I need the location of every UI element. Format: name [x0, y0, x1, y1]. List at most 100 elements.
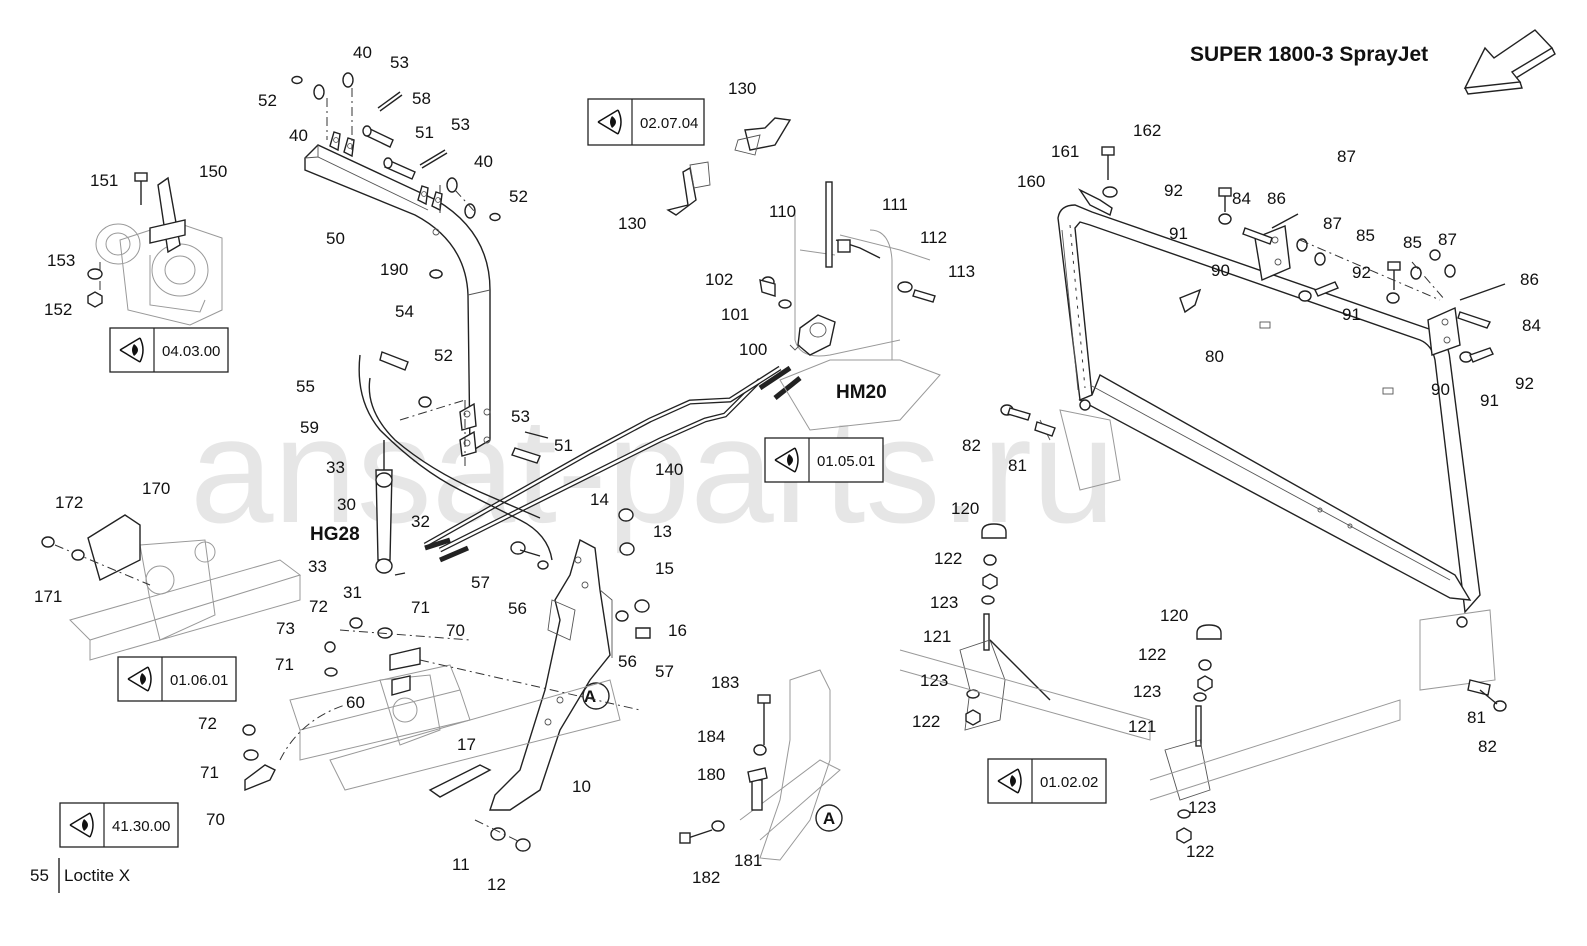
bolts-13-16: [510, 508, 651, 639]
eye-icon: [597, 109, 622, 135]
callout-123: 123: [1188, 798, 1216, 817]
callout-121: 121: [923, 627, 951, 646]
callout-130: 130: [728, 79, 756, 98]
note-loctite: 55 Loctite X: [30, 858, 130, 893]
callout-72: 72: [198, 714, 217, 733]
callout-40: 40: [289, 126, 308, 145]
callout-31: 31: [343, 583, 362, 602]
callout-70: 70: [446, 621, 465, 640]
callout-140: 140: [655, 460, 683, 479]
callout-112: 112: [920, 228, 947, 247]
callout-90: 90: [1211, 261, 1230, 280]
callout-153: 153: [47, 251, 75, 270]
callout-182: 182: [692, 868, 720, 887]
callout-73: 73: [276, 619, 295, 638]
eye-icon: [774, 447, 799, 473]
reference-box-01-02-02: 01.02.02: [987, 758, 1107, 804]
reference-box-01-05-01: 01.05.01: [764, 437, 884, 483]
callout-122: 122: [912, 712, 940, 731]
bracket-170: [41, 514, 151, 586]
plate-17: [428, 764, 492, 798]
reference-box-04-03-00: 04.03.00: [109, 327, 229, 373]
callout-32: 32: [411, 512, 430, 531]
callout-11: 11: [452, 855, 470, 874]
callout-171: 171: [34, 587, 62, 606]
reference-box-label: 01.05.01: [817, 453, 875, 470]
eye-icon: [119, 337, 144, 363]
pin-51b: [511, 447, 541, 464]
callout-52: 52: [258, 91, 277, 110]
callout-53: 53: [511, 407, 530, 426]
callout-122: 122: [934, 549, 962, 568]
callout-71: 71: [411, 598, 430, 617]
callout-130: 130: [618, 214, 646, 233]
callout-111: 111: [882, 195, 908, 214]
callout-82: 82: [1478, 737, 1497, 756]
washer-153: [87, 268, 103, 280]
valve-100: [759, 276, 936, 356]
callout-55: 55: [296, 377, 315, 396]
washer-52b: [418, 396, 432, 408]
callout-123: 123: [1133, 682, 1161, 701]
callout-82: 82: [962, 436, 981, 455]
callout-170: 170: [142, 479, 170, 498]
callout-162: 162: [1133, 121, 1161, 140]
page-title: SUPER 1800-3 SprayJet: [1190, 43, 1428, 66]
pump-assembly: [95, 172, 223, 326]
marker-a-lower-circle: [815, 804, 843, 832]
callout-113: 113: [948, 262, 975, 281]
callout-17: 17: [457, 735, 476, 754]
reference-boxes: 02.07.04 04.03.00 01.05.01 01.06.01 41.30.00…: [59, 98, 1107, 848]
callout-181: 181: [734, 851, 762, 870]
callout-52: 52: [434, 346, 453, 365]
callout-81: 81: [1467, 708, 1486, 727]
callout-57: 57: [471, 573, 490, 592]
reference-box-label: 04.03.00: [162, 343, 220, 360]
callout-183: 183: [711, 673, 739, 692]
callout-71: 71: [200, 763, 219, 782]
callout-60: 60: [346, 693, 365, 712]
callout-33: 33: [308, 557, 327, 576]
callout-122: 122: [1138, 645, 1166, 664]
callout-150: 150: [199, 162, 227, 181]
callout-152: 152: [44, 300, 72, 319]
callout-50: 50: [326, 229, 345, 248]
tensioner-left: [899, 523, 1151, 741]
callout-59: 59: [300, 418, 319, 437]
code-hm20: HM20: [836, 382, 887, 403]
callout-92: 92: [1164, 181, 1183, 200]
callout-91: 91: [1342, 305, 1361, 324]
callout-92: 92: [1352, 263, 1371, 282]
callout-81: 81: [1008, 456, 1027, 475]
callout-52: 52: [509, 187, 528, 206]
callout-110: 110: [769, 202, 796, 221]
eye-icon: [127, 666, 152, 692]
callout-40: 40: [474, 152, 493, 171]
reference-box-02-07-04: 02.07.04: [587, 98, 705, 146]
callout-172: 172: [55, 493, 83, 512]
pins-and-washers-top: [291, 72, 501, 279]
callout-12: 12: [487, 875, 506, 894]
reference-box-41-30-00: 41.30.00: [59, 802, 179, 848]
note-text: Loctite X: [64, 866, 130, 885]
callout-58: 58: [412, 89, 431, 108]
callout-86: 86: [1267, 189, 1286, 208]
callout-84: 84: [1232, 189, 1251, 208]
callout-14: 14: [590, 490, 609, 509]
reference-box-label: 01.06.01: [170, 672, 228, 689]
marker-a-upper: A: [584, 687, 596, 706]
callout-85: 85: [1356, 226, 1375, 245]
callout-15: 15: [655, 559, 674, 578]
callout-57: 57: [655, 662, 674, 681]
callout-56: 56: [508, 599, 527, 618]
callout-92: 92: [1515, 374, 1534, 393]
eye-icon: [997, 768, 1022, 794]
code-hg28: HG28: [310, 524, 360, 545]
callout-53: 53: [451, 115, 470, 134]
callout-54: 54: [395, 302, 414, 321]
callout-91: 91: [1480, 391, 1499, 410]
callout-123: 123: [920, 671, 948, 690]
clip-130-upper: [734, 117, 792, 156]
